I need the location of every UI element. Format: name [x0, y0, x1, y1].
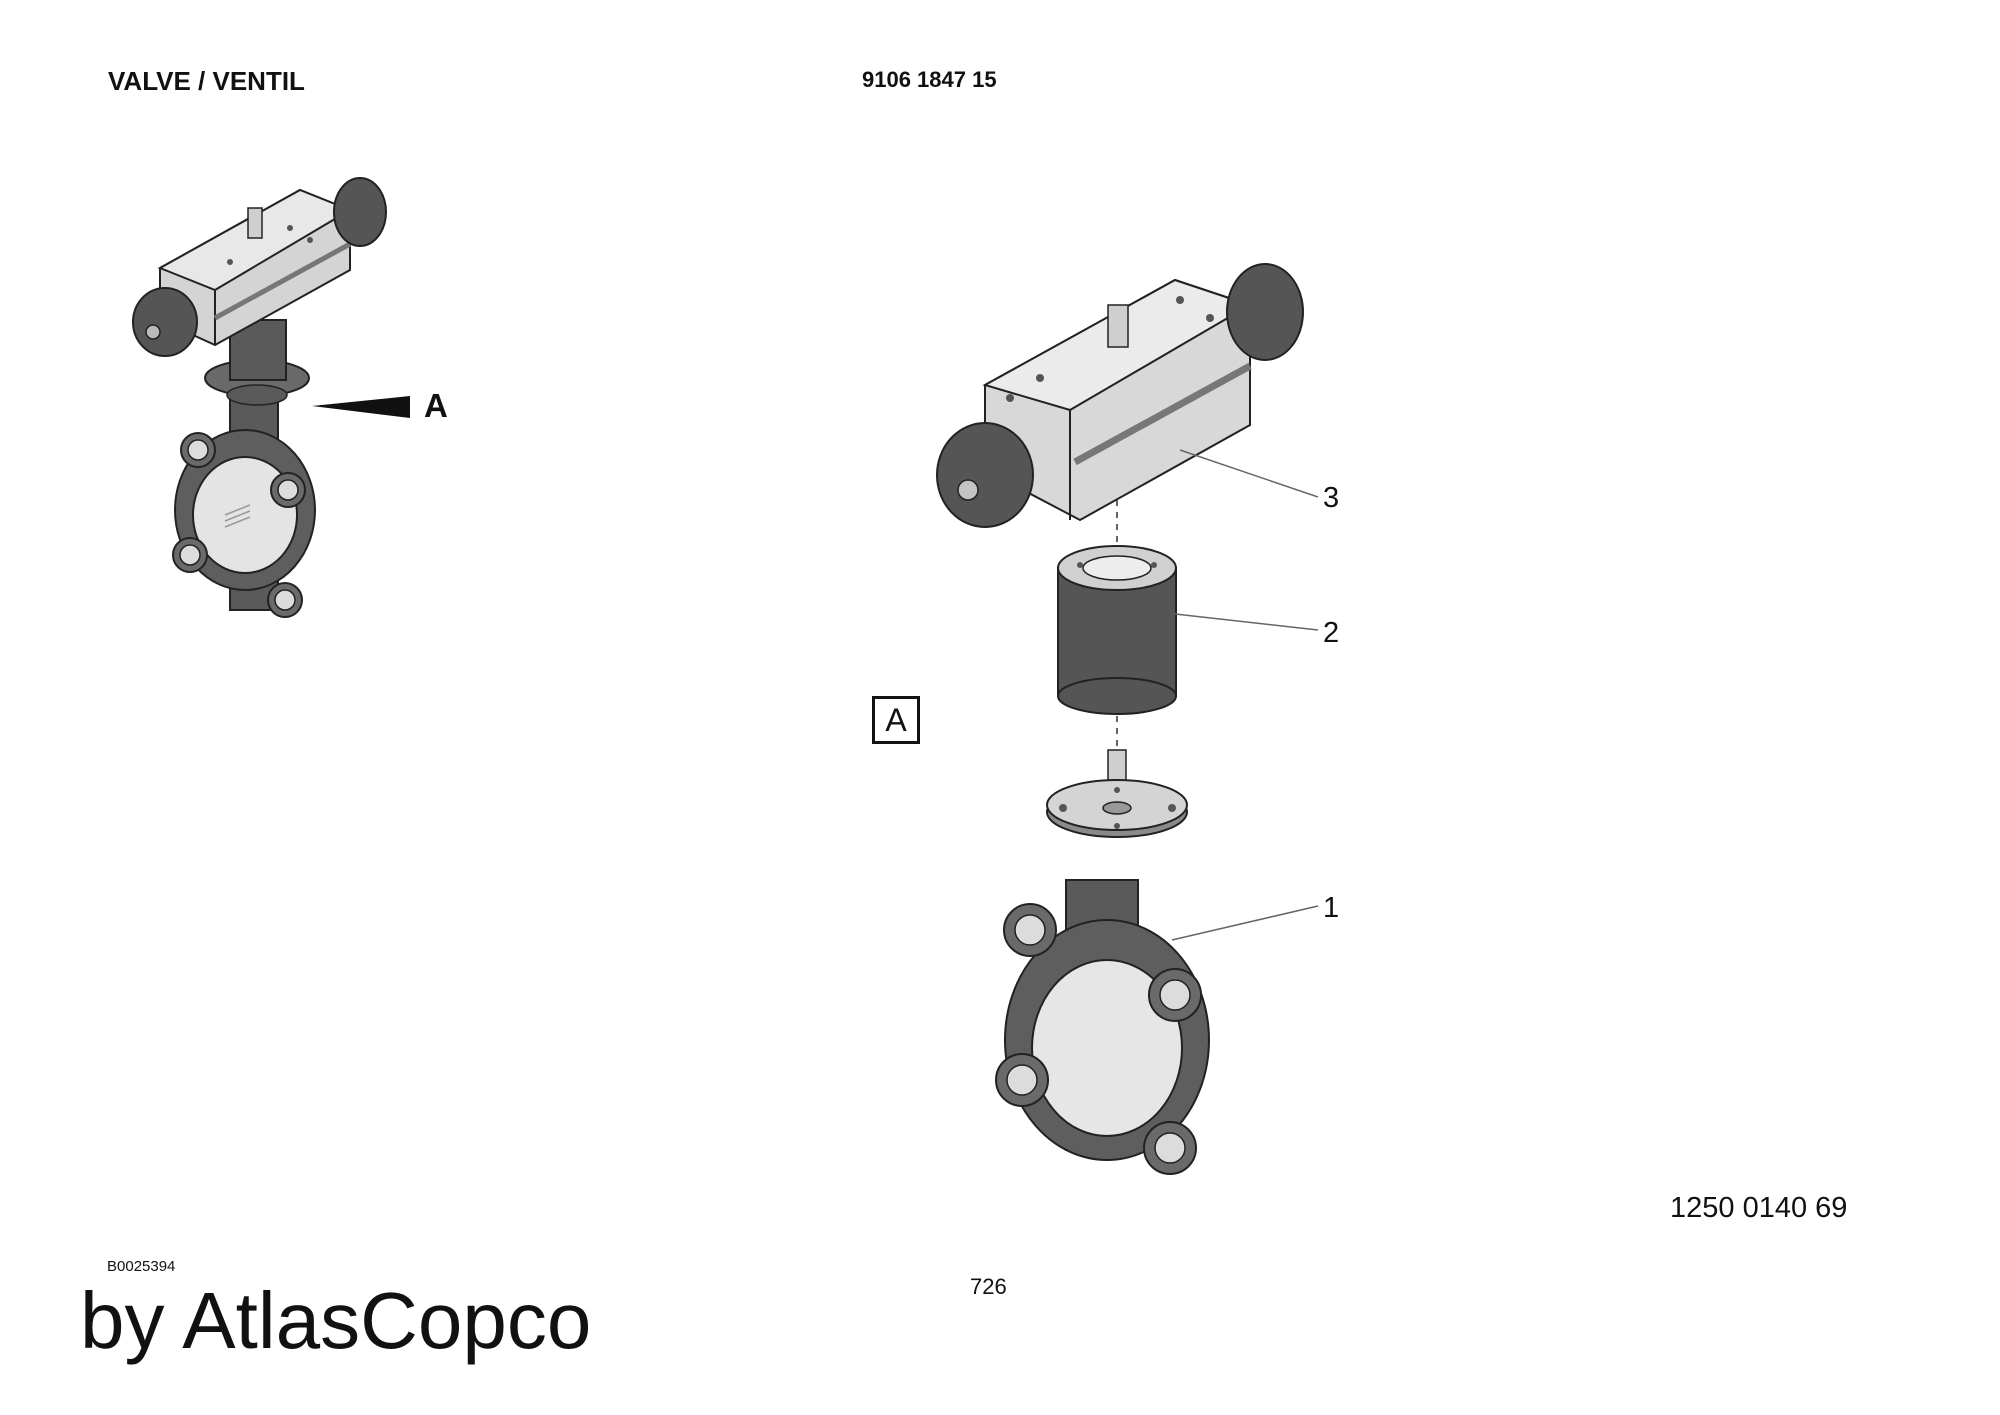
page-number: 726 — [970, 1274, 1007, 1299]
leader-line-3 — [1179, 449, 1319, 498]
part-number: 9106 1847 15 — [862, 67, 997, 92]
drawing-number: 1250 0140 69 — [1670, 1192, 1848, 1224]
detail-reference-letter: A — [424, 387, 448, 424]
leader-line-1 — [1171, 905, 1319, 941]
leader-line-2 — [1174, 613, 1319, 631]
callout-2: 2 — [1323, 617, 1340, 649]
exploded-valve-illustration — [936, 263, 1304, 1175]
callout-3: 3 — [1323, 482, 1340, 514]
page-title: VALVE / VENTIL — [108, 66, 305, 96]
callout-1: 1 — [1323, 892, 1340, 924]
image-code: B0025394 — [107, 1258, 176, 1275]
detail-box-label: A — [872, 696, 920, 744]
brand-text: by AtlasCopco — [80, 1276, 592, 1365]
assembled-valve-illustration — [132, 177, 410, 618]
